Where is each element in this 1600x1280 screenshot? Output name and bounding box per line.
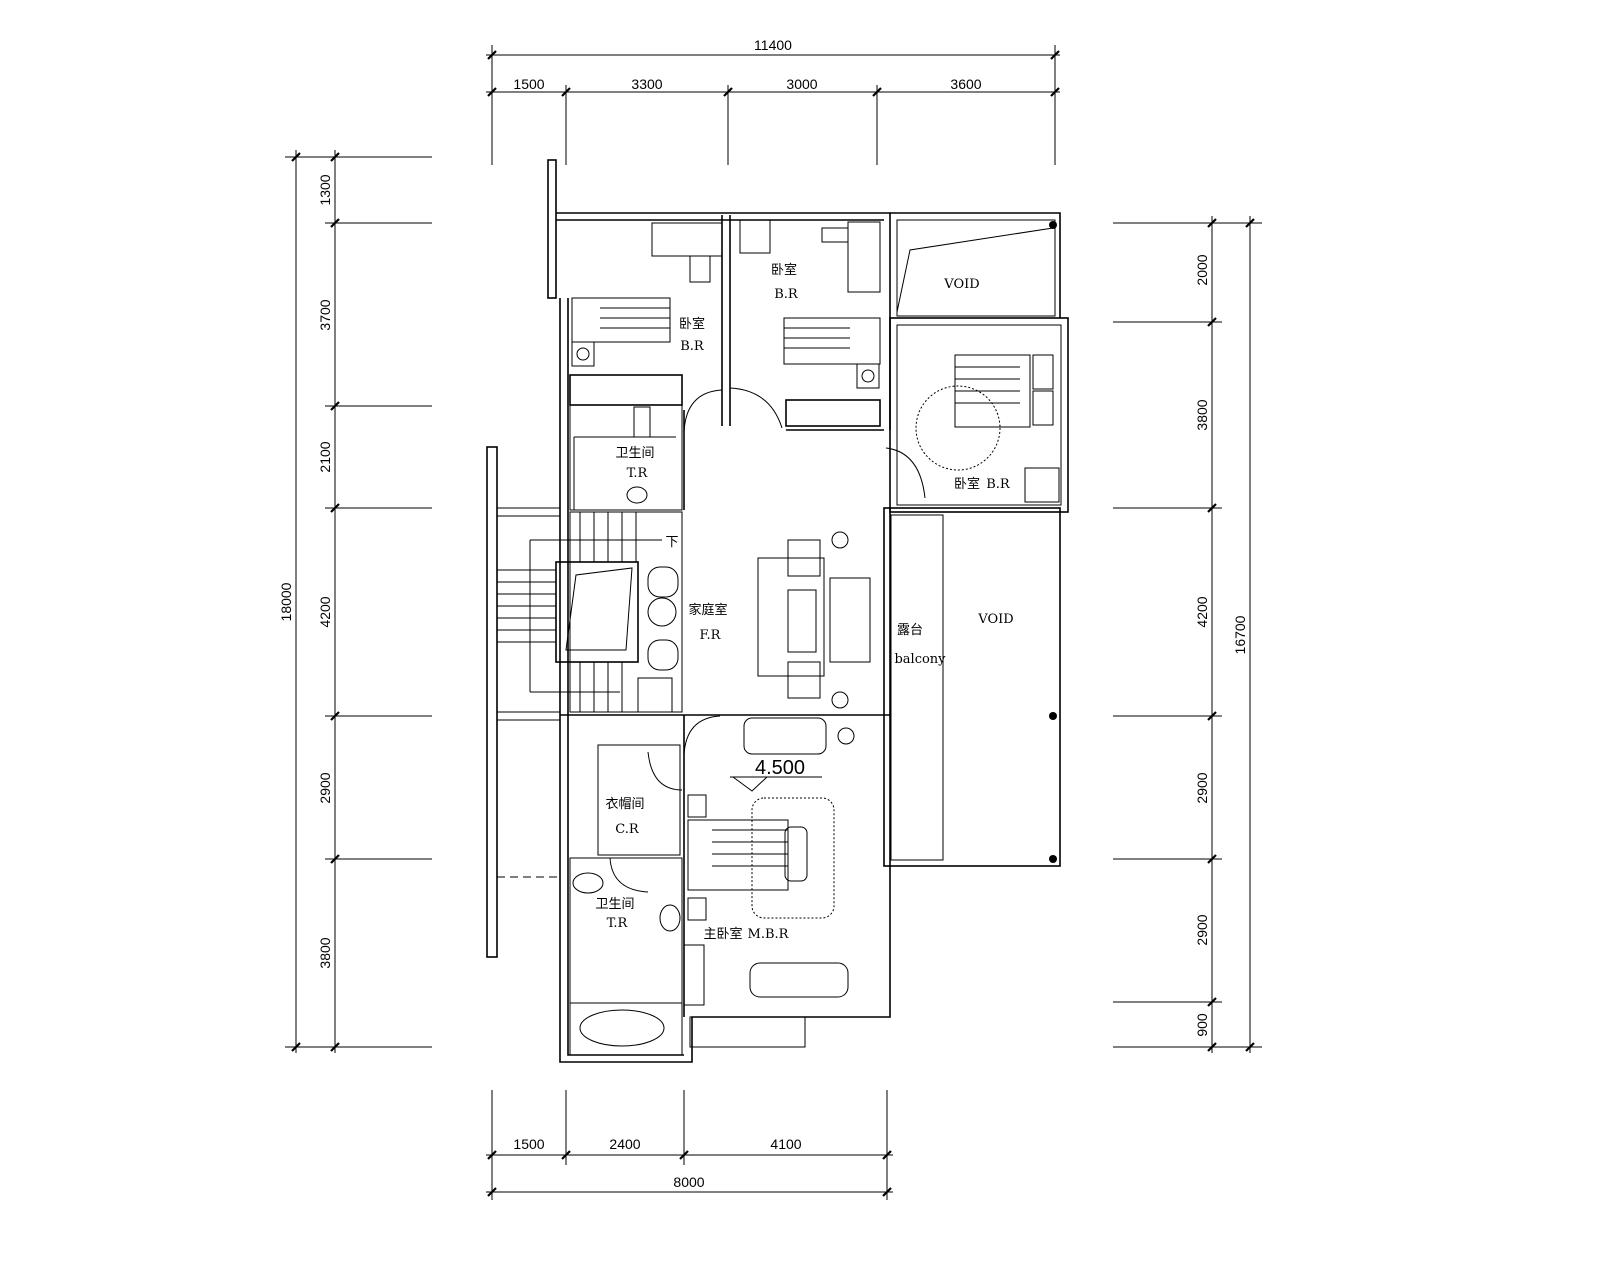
bedroom2-en: B.R [774,287,799,302]
cloakroom-en: C.R [615,822,640,837]
stair-down-label: 下 [665,535,678,550]
dim-top-2: 3300 [631,76,662,92]
bedroom1-en: B.R [680,339,705,354]
family-room-en: F.R [700,628,722,643]
dim-top-total: 11400 [754,37,792,53]
dim-bottom-total: 8000 [673,1174,704,1190]
toilet1-en: T.R [627,466,649,481]
dim-bottom-3: 4100 [770,1136,801,1152]
room-labels: 卧室 B.R 卧室 B.R VOID 卧室 B.R 卫生间 T.R 下 家庭室 … [595,262,1013,942]
dim-left-4: 4200 [317,596,333,627]
void-right-label: VOID [977,612,1013,627]
furniture [571,219,1060,1006]
bedroom1-cn: 卧室 [679,316,705,332]
dim-right-5: 2900 [1194,914,1210,945]
left-dimensions: 18000 1300 3700 2100 4200 2900 3800 [278,150,432,1053]
balcony-cn: 露台 [897,623,923,638]
cloakroom-cn: 衣帽间 [605,796,644,812]
master-bedroom-en: M.B.R [748,927,790,942]
toilet2-cn: 卫生间 [595,897,634,912]
dim-left-1: 1300 [317,174,333,205]
dim-right-3: 4200 [1194,596,1210,627]
family-room-cn: 家庭室 [688,602,727,618]
bedroom3-cn: 卧室 [954,476,980,492]
dim-right-2: 3800 [1194,399,1210,430]
dim-left-total: 18000 [278,582,294,621]
dim-right-1: 2000 [1194,254,1210,285]
dim-right-4: 2900 [1194,772,1210,803]
bedroom3-en: B.R [986,477,1011,492]
dim-bottom-1: 1500 [513,1136,544,1152]
dim-top-4: 3600 [950,76,981,92]
right-dimensions: 2000 3800 4200 2900 2900 900 16700 [1113,216,1262,1053]
dim-bottom-2: 2400 [609,1136,640,1152]
void-top-label: VOID [943,277,979,292]
level-mark-text: 4.500 [755,757,805,779]
walls [486,159,1069,1063]
dim-top-1: 1500 [513,76,544,92]
toilet1-cn: 卫生间 [615,446,654,461]
dim-left-6: 3800 [317,937,333,968]
dim-right-6: 900 [1194,1013,1210,1037]
balcony-en: balcony [894,652,946,667]
dim-top-3: 3000 [786,76,817,92]
level-marker: 4.500 [730,757,822,792]
dim-left-3: 2100 [317,441,333,472]
master-bedroom-cn: 主卧室 [703,926,742,942]
dim-left-2: 3700 [317,299,333,330]
toilet2-en: T.R [607,916,629,931]
top-dimensions: 11400 1500 3300 3000 3600 [486,37,1060,165]
bedroom2-cn: 卧室 [771,262,797,278]
dim-left-5: 2900 [317,772,333,803]
dim-right-total: 16700 [1232,615,1248,654]
doors [609,387,926,893]
bottom-dimensions: 1500 2400 4100 8000 [486,1090,893,1200]
